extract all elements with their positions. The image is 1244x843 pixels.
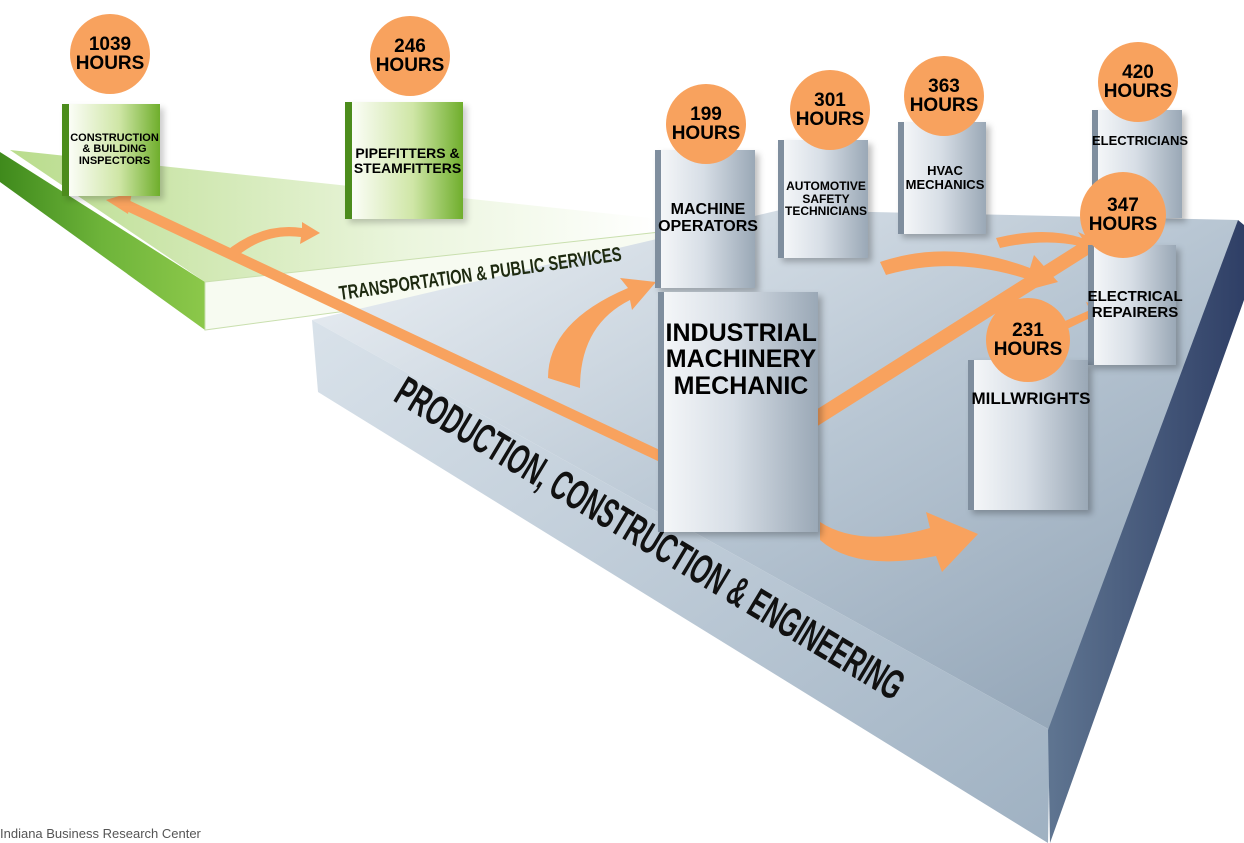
box-millwrights: MILLWRIGHTS (968, 360, 1091, 510)
hours-unit: HOURS (993, 339, 1063, 360)
hours-badge-construction-inspectors: 1039 HOURS (70, 14, 150, 94)
pathway-arrows (106, 192, 1108, 572)
box-electrical-repairers: ELECTRICAL REPAIRERS (1088, 245, 1183, 365)
hours-unit: HOURS (75, 53, 145, 74)
hours-badge-millwrights: 231 HOURS (986, 298, 1070, 382)
hours-badge-electricians: 420 HOURS (1098, 42, 1178, 122)
hours-unit: HOURS (375, 55, 445, 76)
box-automotive-safety: AUTOMOTIVE SAFETY TECHNICIANS (778, 140, 868, 258)
hours-badge-pipefitters: 246 HOURS (370, 16, 450, 96)
hours-value: 199 (690, 104, 722, 125)
hours-unit: HOURS (671, 123, 741, 144)
hours-value: 363 (928, 76, 960, 97)
hours-value: 347 (1107, 195, 1139, 216)
steel-platform-front (312, 320, 1050, 843)
hours-badge-automotive-safety: 301 HOURS (790, 70, 870, 150)
hours-value: 301 (814, 90, 846, 111)
box-hvac: HVAC MECHANICS (898, 122, 986, 234)
steel-platform-side (1048, 220, 1244, 843)
hours-badge-machine-operators: 199 HOURS (666, 84, 746, 164)
box-machine-operators: MACHINE OPERATORS (655, 150, 758, 288)
hours-value: 246 (394, 36, 426, 57)
hours-unit: HOURS (1103, 81, 1173, 102)
green-platform-front (0, 152, 205, 330)
hours-unit: HOURS (1088, 214, 1158, 235)
hours-badge-hvac: 363 HOURS (904, 56, 984, 136)
box-construction-inspectors: CONSTRUCTION & BUILDING INSPECTORS (62, 104, 160, 196)
hours-unit: HOURS (795, 109, 865, 130)
hours-badge-electrical-repairers: 347 HOURS (1080, 172, 1166, 258)
hours-value: 1039 (88, 34, 132, 55)
hours-value: 420 (1122, 62, 1154, 83)
box-pipefitters: PIPEFITTERS & STEAMFITTERS (345, 102, 463, 219)
hours-unit: HOURS (909, 95, 979, 116)
box-industrial-machinery-mechanic: INDUSTRIAL MACHINERY MECHANIC (658, 292, 818, 532)
hours-value: 231 (1012, 320, 1044, 341)
green-platform-top (10, 150, 660, 282)
source-credit: Indiana Business Research Center (0, 826, 201, 841)
